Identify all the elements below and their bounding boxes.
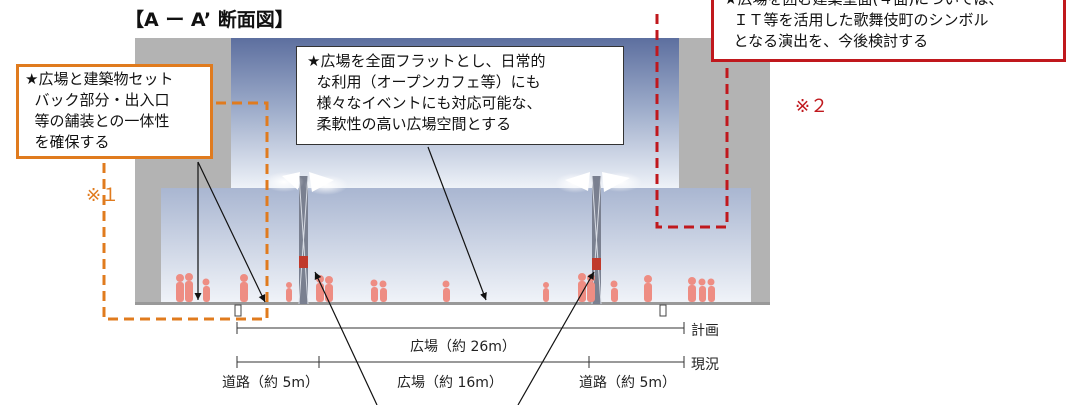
person-icon: [644, 275, 652, 302]
person-icon: [610, 280, 618, 302]
note-2: ※２: [795, 96, 829, 117]
road-left-width-label: 道路（約 5m）: [222, 375, 319, 391]
person-icon: [185, 273, 193, 302]
ground-line: [135, 302, 770, 305]
person-icon: [442, 280, 450, 302]
person-icon: [286, 282, 292, 302]
note-1: ※１: [86, 185, 120, 206]
diagram-title: 【A ー A’ 断面図】: [125, 9, 294, 31]
plaza-space: [161, 188, 751, 304]
wall-zone-outline: [655, 14, 729, 229]
people-group: [176, 273, 715, 302]
callout-flat-plaza: ★広場を全面フラットとし、日常的 な利用（オープンカフェ等）にも 様々なイベント…: [296, 46, 624, 145]
person-icon: [370, 279, 378, 302]
current-plaza-width-label: 広場（約 16m）: [397, 375, 503, 391]
floodlight-icon: [555, 172, 642, 193]
person-icon: [325, 276, 333, 302]
person-icon: [240, 274, 248, 302]
person-icon: [202, 278, 210, 302]
dimension-lines: [236, 322, 685, 368]
callout-wall-symbol: ★広場を囲む建築壁面(４面)については、 ＩＴ等を活用した歌舞伎町のシンボル と…: [711, 0, 1066, 62]
road-right-width-label: 道路（約 5m）: [579, 375, 676, 391]
light-tower-left: [264, 172, 348, 305]
person-icon: [698, 278, 706, 302]
person-icon: [707, 278, 715, 302]
callout-setback-paving: ★広場と建築物セット バック部分・出入口 等の舗装との一体性 を確保する: [16, 64, 213, 159]
person-icon: [176, 274, 184, 302]
bollard-icon: [234, 304, 242, 317]
plan-plaza-width-label: 広場（約 26m）: [410, 339, 516, 355]
leader-arrows: [194, 146, 595, 406]
plan-tag: 計画: [691, 323, 719, 339]
floodlight-icon: [264, 172, 348, 195]
person-icon: [688, 277, 696, 302]
person-icon: [379, 280, 387, 302]
light-tower-right: [555, 172, 642, 305]
bollard-icon: [659, 304, 667, 317]
person-icon: [543, 282, 549, 302]
current-tag: 現況: [691, 357, 719, 373]
